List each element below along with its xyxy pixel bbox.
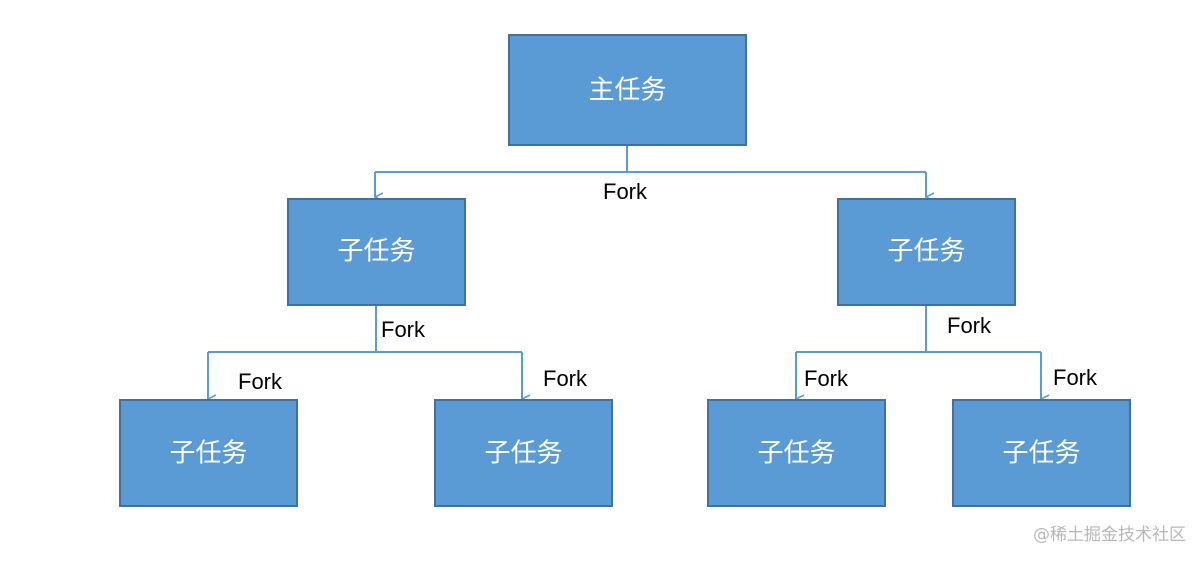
- node-mid-right-box: [837, 198, 1016, 306]
- node-leaf-2-label: 子任务: [484, 439, 562, 469]
- node-leaf-1: 子任务: [119, 399, 298, 507]
- node-leaf-3-box: [707, 399, 886, 507]
- node-leaf-4: 子任务: [952, 399, 1131, 507]
- node-leaf-3: 子任务: [707, 399, 886, 507]
- node-leaf-3-label: 子任务: [757, 439, 835, 469]
- node-leaf-1-box: [119, 399, 298, 507]
- node-mid-right: 子任务: [837, 198, 1016, 306]
- node-root-box: [508, 34, 747, 146]
- node-root-label: 主任务: [588, 76, 666, 106]
- watermark-text: @稀土掘金技术社区: [1033, 525, 1186, 545]
- fork-label-mid-right: Fork: [947, 313, 992, 338]
- fork-label-leaf-4: Fork: [1053, 365, 1098, 390]
- node-leaf-4-box: [952, 399, 1131, 507]
- node-leaf-4-label: 子任务: [1002, 439, 1080, 469]
- node-leaf-2-box: [434, 399, 613, 507]
- fork-label-leaf-1: Fork: [238, 369, 283, 394]
- node-mid-right-label: 子任务: [887, 237, 965, 267]
- fork-label-leaf-2: Fork: [543, 366, 588, 391]
- node-leaf-2: 子任务: [434, 399, 613, 507]
- node-mid-left: 子任务: [287, 198, 466, 306]
- node-root: 主任务: [508, 34, 747, 146]
- fork-label-root: Fork: [603, 179, 648, 204]
- node-mid-left-box: [287, 198, 466, 306]
- fork-label-mid-left: Fork: [381, 317, 426, 342]
- node-leaf-1-label: 子任务: [169, 439, 247, 469]
- fork-label-leaf-3: Fork: [804, 366, 849, 391]
- node-mid-left-label: 子任务: [337, 237, 415, 267]
